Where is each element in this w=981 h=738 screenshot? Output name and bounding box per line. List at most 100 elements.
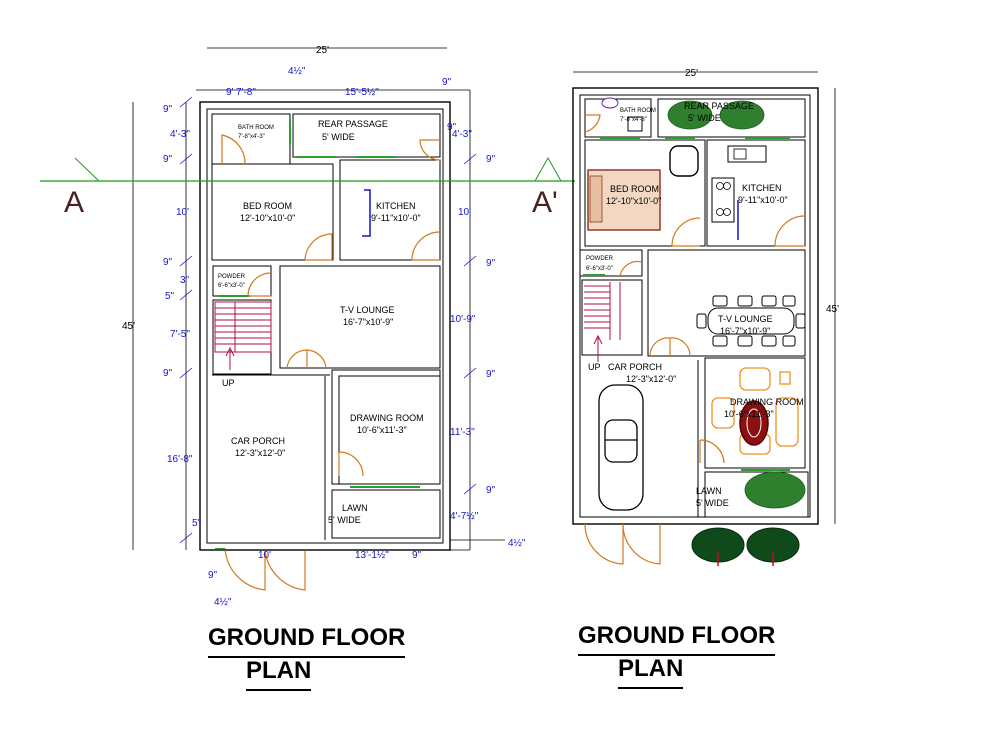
right-tv-size: 16'-7"x10'-9" [720, 326, 770, 336]
left-dim-label: 5" [192, 518, 202, 529]
left-title-text-1: GROUND FLOOR [208, 624, 406, 651]
left-windows [215, 120, 420, 550]
left-bath-label: BATH ROOM [238, 125, 274, 131]
left-porch-label: CAR PORCH [231, 436, 285, 446]
right-title-text-2: PLAN [618, 655, 684, 682]
left-bed-size: 12'-10"x10'-0" [240, 213, 295, 223]
section-label-start: A [64, 186, 84, 219]
right-title-line1: GROUND FLOOR [578, 622, 776, 656]
right-dim-label: 10'-9" [450, 314, 476, 325]
left-rear-size: 5' WIDE [322, 132, 355, 142]
right-lawn-size: 5' WIDE [696, 498, 729, 508]
right-kitchen [706, 139, 806, 247]
left-up-label: UP [222, 378, 235, 388]
left-tv-size: 16'-7"x10'-9" [343, 317, 393, 327]
right-dim-label: 10' [458, 207, 471, 218]
right-dim-label: 9" [486, 258, 496, 269]
right-dim-label: 9" [486, 154, 496, 165]
section-label-end: A' [532, 186, 558, 219]
right-bed [587, 169, 661, 231]
left-drawing-label: DRAWING ROOM [350, 413, 424, 423]
left-title-text-2: PLAN [246, 657, 312, 684]
right-powder [579, 249, 643, 277]
right-lawn-label: LAWN [696, 486, 722, 496]
left-bath-size: 7'-8"x4'-3" [238, 134, 265, 140]
left-top-dim-frac: 4½" [288, 66, 306, 77]
bottom-dim-label: 9" [208, 570, 218, 581]
left-tv-lounge [279, 265, 441, 369]
left-top-dim-right: 9" [442, 77, 452, 88]
left-top-dim-w2: 15'-5½" [345, 87, 379, 98]
left-doors [221, 134, 441, 591]
right-rear-size: 5' WIDE [688, 113, 721, 123]
bottom-dim-label: 4½" [214, 597, 232, 608]
right-porch-label: CAR PORCH [608, 362, 662, 372]
left-overall-depth: 45' [122, 321, 135, 332]
bottom-dim-label: 9" [412, 550, 422, 561]
left-tv-label: T-V LOUNGE [340, 305, 395, 315]
left-dim-label: 3" [180, 275, 190, 286]
right-drawing-room [704, 357, 806, 469]
left-dim-label: 9" [163, 368, 173, 379]
left-dim-label: 9" [163, 104, 173, 115]
left-top-dim-left: 9' [226, 87, 234, 98]
left-porch-size: 12'-3"x12'-0" [235, 448, 285, 458]
left-stair [214, 301, 272, 370]
right-car [598, 384, 644, 511]
right-windows [583, 137, 790, 471]
left-top-dim-w1: 7'-8" [236, 87, 256, 98]
left-dim-label: 4'-3" [170, 129, 190, 140]
right-bed-label: BED ROOM [610, 184, 659, 194]
right-trees [691, 527, 800, 566]
left-dim-label: 9" [163, 257, 173, 268]
right-stair-well [581, 279, 643, 356]
right-kitchen-fixtures [711, 145, 767, 223]
right-kitchen-size: 9'-11"x10'-0" [738, 195, 788, 205]
right-bath-size: 7'-8"x4'-3" [620, 117, 647, 123]
right-up-label: UP [588, 362, 601, 372]
left-kitchen-label: KITCHEN [376, 201, 416, 211]
left-dim-label: 10' [176, 207, 189, 218]
right-plants [667, 100, 806, 509]
right-bath-label: BATH ROOM [620, 108, 656, 114]
right-outer-wall-outer [572, 87, 819, 525]
right-doors [584, 114, 806, 565]
right-dim-label: 4½" [508, 538, 526, 549]
right-bed-room [584, 139, 706, 247]
bottom-dim-label: 10' [258, 550, 271, 561]
right-dim-label: 4'-7½" [450, 511, 479, 522]
right-kitchen-label: KITCHEN [742, 183, 782, 193]
right-dimension-lines [573, 71, 836, 524]
bottom-dim-label: 13'-1½" [355, 550, 389, 561]
right-dim-label: 9" [486, 485, 496, 496]
right-plan [572, 87, 819, 525]
right-lawn [704, 471, 809, 518]
right-powder-label: POWDER [586, 256, 614, 262]
left-title-line1: GROUND FLOOR [208, 624, 406, 658]
left-powder-size: 6'-6"x3'-0" [218, 283, 245, 289]
right-armchair [669, 145, 699, 177]
left-dimension-ticks [179, 96, 477, 544]
left-dimension-lines [132, 47, 505, 551]
right-dim-label: 9" [447, 122, 457, 133]
right-title-text-1: GROUND FLOOR [578, 622, 776, 649]
right-dim-label: 11'-3" [450, 427, 475, 438]
left-powder-label: POWDER [218, 274, 246, 280]
left-outer-wall-inner [206, 108, 444, 544]
right-bath-fixtures [601, 97, 643, 132]
right-powder-size: 6'-6"x3'-0" [586, 266, 613, 272]
left-dim-label: 9" [163, 154, 173, 165]
left-rear-label: REAR PASSAGE [318, 119, 388, 129]
right-bed-size: 12'-10"x10'-0" [606, 196, 661, 206]
right-porch-size: 12'-3"x12'-0" [626, 374, 676, 384]
right-overall-width: 25' [685, 68, 698, 79]
left-stair-well [212, 299, 272, 375]
right-stair [584, 282, 621, 362]
left-bed-label: BED ROOM [243, 201, 292, 211]
left-lawn-label: LAWN [342, 503, 368, 513]
right-dim-label: 4'-3" [452, 129, 472, 140]
right-drawing-label: DRAWING ROOM [730, 397, 804, 407]
left-bed-room [211, 163, 334, 261]
left-lawn-size: 5' WIDE [328, 515, 361, 525]
